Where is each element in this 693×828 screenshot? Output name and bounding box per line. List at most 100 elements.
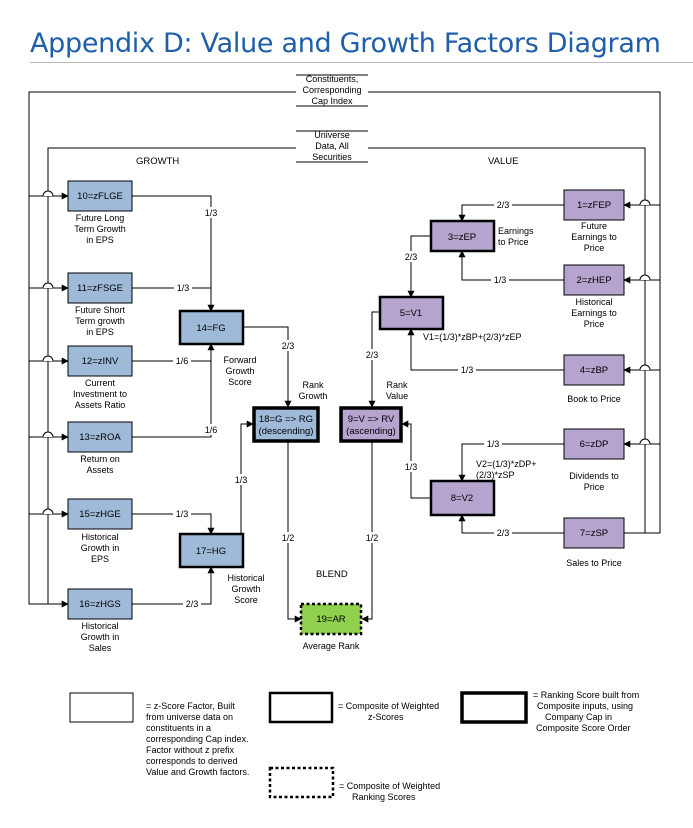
composite-box-v2: 8=V2 V2=(1/3)*zDP+ (2/3)*zSP: [429, 459, 537, 517]
factor-label-zhep: 2=zHEP: [576, 275, 611, 286]
weight-hgs-hg: 2/3: [186, 599, 199, 609]
svg-text:Term Growth: Term Growth: [74, 224, 126, 234]
composite-label-v1: 5=V1: [400, 308, 422, 319]
factor-box-zbp: 4=zBP Book to Price: [563, 354, 625, 404]
svg-text:= Composite of Weighted: = Composite of Weighted: [339, 781, 440, 791]
factor-label-zinv: 12=zINV: [82, 356, 119, 367]
constituents-line-2: Corresponding: [302, 85, 361, 95]
legend-composite: = Composite of Weighted z-Scores: [268, 691, 439, 724]
svg-text:(2/3)*zSP: (2/3)*zSP: [476, 470, 515, 480]
svg-text:Historical: Historical: [575, 297, 612, 307]
svg-text:Dividends to: Dividends to: [569, 471, 619, 481]
svg-text:constituents in a: constituents in a: [146, 723, 211, 733]
svg-text:Current: Current: [85, 378, 116, 388]
weight-bp-v1: 1/3: [461, 365, 474, 375]
svg-text:Rank: Rank: [302, 380, 324, 390]
svg-text:= Ranking Score built from: = Ranking Score built from: [533, 690, 639, 700]
formula-v1: V1=(1/3)*zBP+(2/3)*zEP: [423, 332, 522, 342]
svg-text:Return on: Return on: [80, 454, 120, 464]
factor-label-zdp: 6=zDP: [580, 439, 609, 450]
svg-text:Future Short: Future Short: [75, 305, 126, 315]
title-rule: [30, 62, 693, 63]
svg-text:Composite Score Order: Composite Score Order: [536, 723, 631, 733]
svg-text:Investment to: Investment to: [73, 389, 127, 399]
svg-text:Rank: Rank: [386, 380, 408, 390]
factor-label-zbp: 4=zBP: [580, 365, 608, 376]
blend-label-ar: 19=AR: [316, 614, 345, 625]
weight-v2-rv: 1/3: [405, 462, 418, 472]
svg-text:Company Cap in: Company Cap in: [545, 712, 612, 722]
svg-text:Assets Ratio: Assets Ratio: [75, 400, 126, 410]
weight-flge-fg: 1/3: [205, 208, 218, 218]
composite-label-v2: 8=V2: [451, 493, 473, 504]
legend-composite-rank: = Composite of Weighted Ranking Scores: [268, 766, 440, 802]
weight-fsge-fg: 1/3: [177, 283, 190, 293]
svg-text:Book to Price: Book to Price: [567, 394, 621, 404]
composite-box-v1: 5=V1 V1=(1/3)*zBP+(2/3)*zEP: [378, 295, 522, 342]
line-crossing-hops: [42, 190, 651, 515]
svg-text:to Price: to Price: [498, 237, 529, 247]
svg-text:Growth: Growth: [225, 366, 254, 376]
constituents-line-3: Cap Index: [311, 96, 353, 106]
factor-label-zsp: 7=zSP: [580, 528, 608, 539]
legend-ranking: = Ranking Score built from Composite inp…: [460, 690, 639, 733]
svg-text:in EPS: in EPS: [86, 235, 114, 245]
svg-text:Growth: Growth: [231, 584, 260, 594]
blend-header: BLEND: [316, 569, 348, 580]
composite-box-zep: 3=zEP Earnings to Price: [429, 219, 534, 253]
weight-inv-fg: 1/6: [176, 356, 189, 366]
svg-text:Earnings to: Earnings to: [571, 232, 617, 242]
svg-text:Earnings to: Earnings to: [571, 308, 617, 318]
composite-label-zep: 3=zEP: [448, 232, 476, 243]
svg-text:Growth: Growth: [298, 391, 327, 401]
universe-line-1: Universe: [314, 130, 350, 140]
svg-text:Price: Price: [584, 243, 605, 253]
svg-text:(descending): (descending): [259, 426, 314, 437]
weight-fep-zep: 2/3: [497, 200, 510, 210]
universe-line-2: Data, All: [315, 141, 349, 151]
value-weights: 2/3 1/3 2/3 1/3 2/3 1/3 2/3 1/3 1/2: [366, 200, 510, 543]
legend: = z-Score Factor, Built from universe da…: [69, 690, 639, 802]
svg-text:Ranking Scores: Ranking Scores: [352, 792, 416, 802]
factor-label-zfsge: 11=zFSGE: [77, 283, 123, 294]
growth-header: GROWTH: [136, 156, 179, 167]
weight-rg-ar: 1/2: [282, 533, 295, 543]
factor-box-zroa: 13=zROA Return on Assets: [67, 421, 133, 475]
svg-text:from universe data on: from universe data on: [146, 712, 233, 722]
factor-box-zhgs: 16=zHGS Historical Growth in Sales: [67, 588, 133, 653]
svg-text:Price: Price: [584, 482, 605, 492]
factor-label-zroa: 13=zROA: [79, 432, 121, 443]
weight-hge-hg: 1/3: [176, 509, 189, 519]
composite-box-fg: 14=FG Forward Growth Score: [178, 309, 257, 387]
weight-v1-rv: 2/3: [366, 350, 379, 360]
factor-box-zinv: 12=zINV Current Investment to Assets Rat…: [67, 345, 133, 410]
svg-text:= Composite of Weighted: = Composite of Weighted: [338, 701, 439, 711]
composite-box-hg: 17=HG Historical Growth Score: [178, 532, 265, 605]
rank-box-rv: 9=V => RV (ascending) Rank Value: [339, 380, 408, 443]
factor-box-zfsge: 11=zFSGE Future Short Term growth in EPS: [67, 272, 133, 337]
svg-text:EPS: EPS: [91, 554, 109, 564]
svg-text:= z-Score Factor, Built: = z-Score Factor, Built: [146, 701, 235, 711]
source-feed-lines: [28, 91, 661, 608]
constituents-source: Constituents, Corresponding Cap Index: [296, 74, 368, 107]
factor-box-zsp: 7=zSP Sales to Price: [563, 517, 625, 568]
weight-hg-rg: 1/3: [235, 475, 248, 485]
value-header: VALUE: [488, 156, 518, 167]
weight-zep-v1: 2/3: [405, 252, 418, 262]
svg-text:Term growth: Term growth: [75, 316, 125, 326]
svg-text:Historical: Historical: [81, 621, 118, 631]
blend-caption-ar: Average Rank: [303, 641, 360, 651]
svg-text:Price: Price: [584, 319, 605, 329]
composite-label-fg: 14=FG: [196, 323, 225, 334]
svg-text:Value and Growth factors.: Value and Growth factors.: [146, 767, 249, 777]
svg-text:Growth in: Growth in: [81, 543, 120, 553]
growth-weights: 1/3 1/3 1/6 1/6 1/3 2/3 2/3 1/3 1/2: [176, 208, 295, 609]
svg-text:Growth in: Growth in: [81, 632, 120, 642]
svg-text:9=V => RV: 9=V => RV: [348, 414, 395, 425]
svg-text:Assets: Assets: [86, 465, 114, 475]
weight-hep-zep: 1/3: [494, 275, 507, 285]
legend-zscore: = z-Score Factor, Built from universe da…: [69, 692, 249, 777]
svg-text:Future: Future: [581, 221, 607, 231]
weight-sp-v2: 2/3: [497, 528, 510, 538]
